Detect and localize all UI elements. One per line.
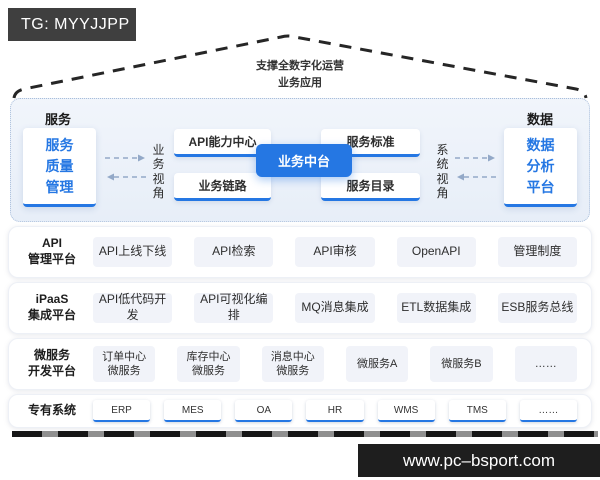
row-items: 订单中心微服务 库存中心微服务 消息中心微服务 微服务A 微服务B ……	[93, 346, 577, 382]
platform-chip: API上线下线	[93, 237, 173, 267]
chip-label: 微服务A	[356, 357, 398, 370]
platform-chip: API审核	[295, 237, 375, 267]
row-label-line2: 集成平台	[27, 308, 76, 322]
platform-chip: OpenAPI	[396, 237, 476, 267]
data-analysis-card-label: 数据分析平台	[526, 136, 555, 195]
bidirectional-arrows-left-icon	[105, 154, 147, 181]
system-chip: ERP	[93, 400, 151, 422]
service-quality-card-label: 服务质量管理	[45, 136, 74, 195]
roof-caption: 支撑全数字化运营 业务应用	[0, 58, 600, 91]
chip-label: ETL数据集成	[401, 300, 472, 315]
platform-chip: ……	[514, 346, 577, 382]
chip-label: 管理制度	[513, 244, 562, 259]
platform-chip: ESB服务总线	[497, 293, 578, 323]
platform-chip: 订单中心微服务	[93, 346, 156, 382]
chip-label: API上线下线	[98, 244, 167, 259]
roof-caption-line1: 支撑全数字化运营	[256, 60, 344, 72]
platform-chip: ETL数据集成	[396, 293, 476, 323]
bidirectional-arrows-right-icon	[455, 154, 497, 181]
system-chip: OA	[235, 400, 293, 422]
chip-label: API可视化编排	[200, 292, 268, 322]
row-items: API上线下线 API检索 API审核 OpenAPI 管理制度	[93, 237, 578, 267]
chip-label: 微服务B	[441, 357, 482, 370]
row-label: 专有系统	[19, 403, 85, 419]
chip-label: HR	[327, 404, 343, 416]
chip-label: WMS	[393, 404, 419, 416]
platform-chip: 微服务A	[345, 346, 409, 382]
platform-chip: API低代码开发	[93, 292, 173, 323]
watermark-badge-top: TG: MYYJJPP	[8, 8, 136, 41]
system-chip: ……	[519, 400, 577, 422]
platform-chip: 库存中心微服务	[177, 346, 240, 382]
business-view-axis-label: 业务视角	[152, 143, 165, 201]
row-label-line2: 开发平台	[27, 364, 76, 378]
row-label-line1: 专有系统	[27, 403, 76, 418]
service-quality-card: 服务质量管理	[23, 128, 96, 207]
chip-label: OA	[256, 404, 272, 416]
row-proprietary-systems: 专有系统 ERP MES OA HR WMS TMS ……	[8, 394, 592, 428]
row-label-line1: 微服务	[33, 348, 70, 363]
chip-label2: 微服务	[107, 365, 141, 377]
row-items: ERP MES OA HR WMS TMS ……	[93, 400, 577, 422]
row-label: API 管理平台	[19, 236, 85, 267]
service-section-label: 服务	[45, 112, 72, 127]
chip-label: MQ消息集成	[301, 300, 369, 315]
chip-label: API审核	[313, 244, 357, 259]
row-microservice-dev-platform: 微服务 开发平台 订单中心微服务 库存中心微服务 消息中心微服务 微服务A 微服…	[8, 338, 592, 390]
system-chip: HR	[306, 400, 364, 422]
chip-label: ESB服务总线	[501, 300, 574, 315]
business-middle-platform-box: 业务中台	[256, 144, 352, 177]
chip-label: API低代码开发	[98, 292, 167, 322]
platform-chip: API可视化编排	[194, 292, 274, 323]
chip-label2: 微服务	[276, 365, 310, 377]
service-catalog-box: 服务目录	[321, 173, 420, 201]
row-api-management-platform: API 管理平台 API上线下线 API检索 API审核 OpenAPI 管理制…	[8, 226, 592, 278]
chip-label: API检索	[212, 244, 256, 259]
row-label: 微服务 开发平台	[19, 348, 85, 379]
service-data-panel: 服务 数据 服务质量管理 业务视角 API能力中心 业务链路 服务标准 服务目录…	[10, 98, 590, 222]
chip-label: ERP	[111, 404, 132, 416]
data-analysis-card: 数据分析平台	[504, 128, 577, 207]
chip-label: 库存中心	[186, 350, 231, 363]
platform-chip: API检索	[194, 237, 274, 267]
chip-label: OpenAPI	[411, 244, 461, 259]
chip-label: TMS	[466, 404, 488, 416]
row-label-line1: API	[41, 236, 62, 251]
row-label-line1: iPaaS	[35, 292, 69, 307]
roof-outline	[12, 34, 588, 99]
row-label-line2: 管理平台	[27, 252, 76, 266]
chip-label: MES	[181, 404, 204, 416]
system-chip: WMS	[377, 400, 435, 422]
data-section-label: 数据	[526, 112, 553, 127]
platform-chip: 消息中心微服务	[261, 346, 324, 382]
chip-label: 订单中心	[102, 350, 147, 363]
api-capability-center-box: API能力中心	[174, 129, 271, 157]
watermark-badge-bottom: www.pc–bsport.com	[358, 444, 600, 477]
chip-label: ……	[534, 357, 557, 370]
base-dashed-line	[12, 431, 598, 437]
system-chip: MES	[164, 400, 222, 422]
system-view-axis-label: 系统视角	[436, 143, 449, 201]
platform-chip: MQ消息集成	[295, 293, 375, 323]
platform-chip: 微服务B	[430, 346, 493, 382]
system-chip: TMS	[448, 400, 506, 422]
chip-label: 消息中心	[270, 350, 315, 363]
roof-caption-line2: 业务应用	[278, 76, 322, 89]
platform-chip: 管理制度	[497, 237, 578, 267]
row-ipaas-integration-platform: iPaaS 集成平台 API低代码开发 API可视化编排 MQ消息集成 ETL数…	[8, 282, 592, 334]
platform-rows: API 管理平台 API上线下线 API检索 API审核 OpenAPI 管理制…	[8, 226, 592, 428]
row-items: API低代码开发 API可视化编排 MQ消息集成 ETL数据集成 ESB服务总线	[93, 292, 578, 323]
business-link-box: 业务链路	[174, 173, 271, 201]
chip-label2: 微服务	[191, 365, 225, 377]
row-label: iPaaS 集成平台	[19, 292, 85, 323]
chip-label: ……	[538, 404, 559, 416]
